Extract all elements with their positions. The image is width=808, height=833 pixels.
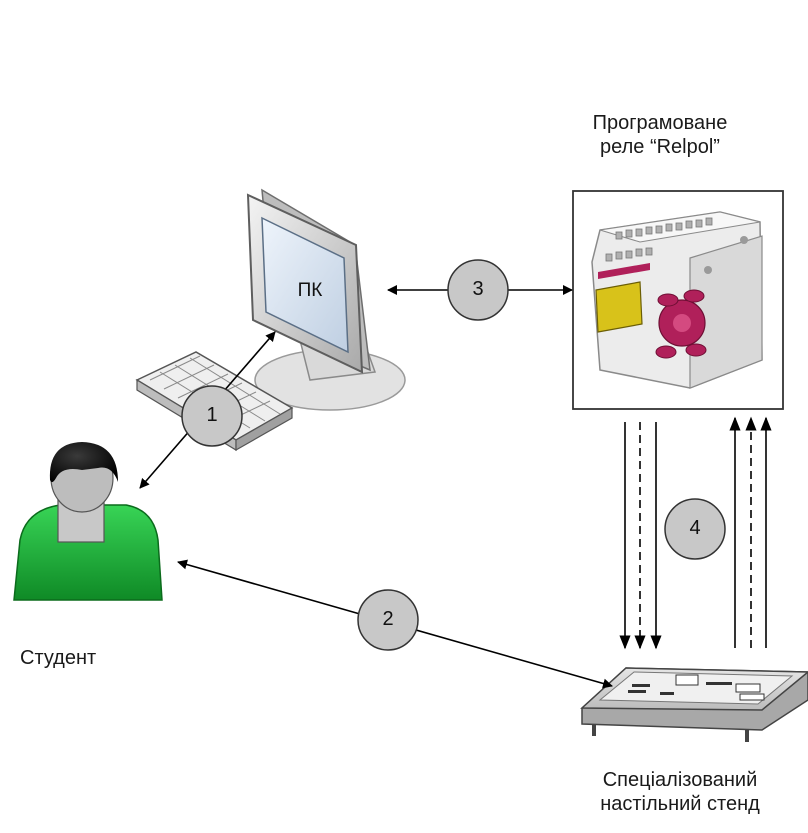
student-icon — [13, 442, 163, 601]
marker-2-circle — [357, 589, 419, 651]
student-label: Студент — [20, 647, 97, 669]
marker-1-label: 1 — [206, 404, 218, 426]
marker-4-circle — [664, 498, 726, 560]
relay-label-line1: Програмоване — [592, 112, 728, 134]
stand-icon — [580, 667, 808, 742]
marker-3-label: 3 — [472, 278, 484, 300]
connection-4-up-lines — [729, 416, 772, 648]
pc-monitor-icon — [246, 188, 406, 411]
relay-icon — [572, 190, 784, 410]
connection-4-down-lines — [619, 422, 662, 650]
marker-3-circle — [447, 259, 509, 321]
stand-label-line2: настільний стенд — [600, 793, 760, 815]
marker-2-label: 2 — [382, 608, 394, 630]
relay-label-line2: реле “Relpol” — [600, 136, 720, 158]
pc-label: ПК — [297, 280, 323, 301]
relay-label: Програмоване реле “Relpol” — [540, 111, 780, 159]
marker-4-label: 4 — [689, 517, 701, 539]
stand-label: Спеціалізований настільний стенд — [560, 768, 800, 816]
stand-label-line1: Спеціалізований — [602, 769, 758, 791]
marker-1-circle — [181, 385, 243, 447]
